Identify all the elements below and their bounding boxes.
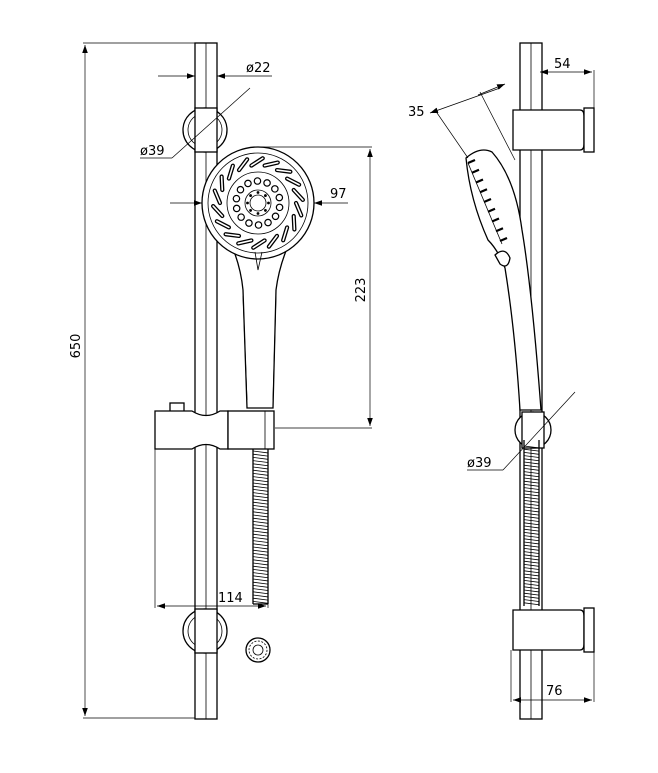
dim-head-width: 97 (170, 187, 348, 206)
dim-rail-diameter-label: ø22 (246, 61, 271, 76)
dim-wall-projection-bottom-label: 76 (546, 684, 563, 699)
shower-hose (252, 449, 269, 605)
side-nozzles (467, 158, 508, 243)
dim-handset-length-label: 223 (354, 278, 369, 303)
dim-overall-height-label: 650 (69, 334, 84, 359)
side-bottom-wall-mount (512, 607, 595, 653)
nozzle-pattern (211, 156, 305, 250)
dim-bracket-diameter-side: ø39 (467, 391, 576, 471)
dim-wall-projection-bottom: 76 (510, 650, 595, 703)
hose-connector (245, 637, 271, 663)
dim-bracket-diameter-front-label: ø39 (140, 144, 165, 159)
dim-bracket-diameter-front: ø39 (140, 87, 251, 159)
dim-head-width-label: 97 (330, 187, 347, 202)
side-view: 54 35 ø39 (408, 42, 595, 720)
dim-overall-height: 650 (69, 42, 195, 719)
side-slider-holder (514, 411, 552, 449)
side-hose (523, 440, 540, 606)
top-wall-bracket (182, 107, 228, 153)
dim-wall-projection-top: 54 (540, 57, 595, 108)
dim-rail-diameter: ø22 (158, 61, 272, 79)
slider-holder (154, 402, 275, 450)
dim-handset-length: 223 (260, 146, 373, 429)
dim-spray-angle-label: 35 (408, 105, 425, 120)
bottom-wall-bracket (182, 608, 228, 654)
dim-slider-projection-label: 114 (218, 591, 243, 606)
dim-spray-angle: 35 (408, 83, 516, 161)
dim-wall-projection-top-label: 54 (554, 57, 571, 72)
shower-head (201, 146, 315, 409)
dim-slider-projection: 114 (154, 449, 269, 609)
side-top-wall-mount (512, 107, 595, 153)
front-view: 650 ø22 ø39 (69, 42, 373, 720)
side-handset (465, 149, 542, 411)
dim-bracket-diameter-side-label: ø39 (467, 456, 492, 471)
